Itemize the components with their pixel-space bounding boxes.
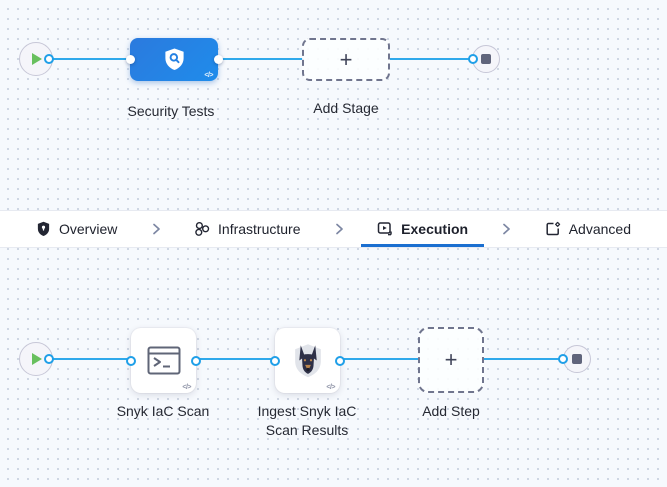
step-card-ingest-snyk-results[interactable]: </> — [270, 328, 345, 393]
connector-line — [340, 358, 418, 360]
code-badge-icon: </> — [326, 384, 335, 391]
chevron-right-icon — [150, 211, 162, 247]
connector-line — [484, 358, 560, 360]
shield-icon — [37, 221, 50, 237]
stage-config-tabbar: Overview Infrastructure Execution — [0, 210, 667, 248]
stage-label: Security Tests — [127, 103, 215, 119]
add-stage-button[interactable]: + — [302, 38, 390, 81]
plus-icon: + — [444, 347, 458, 372]
play-square-icon — [377, 222, 392, 236]
add-stage-label: Add Stage — [313, 100, 379, 116]
hexagon-cluster-icon — [195, 221, 210, 236]
tab-label: Advanced — [568, 221, 631, 237]
tab-label: Infrastructure — [218, 221, 301, 237]
connector-point — [191, 355, 201, 366]
stage-node-security-tests[interactable]: </> — [125, 38, 223, 81]
play-icon — [31, 353, 42, 365]
chevron-right-icon — [333, 211, 345, 247]
security-shield-icon — [164, 48, 184, 71]
connector-point — [270, 355, 280, 366]
stop-icon — [572, 354, 582, 364]
connector-line — [49, 58, 131, 60]
code-badge-icon: </> — [182, 384, 191, 391]
step-card-snyk-iac-scan[interactable]: </> — [126, 328, 201, 393]
connector-line — [218, 58, 303, 60]
connector-line — [196, 358, 275, 360]
connector-point — [44, 354, 54, 364]
chevron-right-icon — [500, 211, 512, 247]
stop-icon — [481, 54, 491, 64]
connector-point — [335, 355, 345, 366]
run-terminal-icon — [147, 346, 180, 375]
step-label: Ingest Snyk IaC Scan Results — [257, 403, 357, 438]
tab-overview[interactable]: Overview — [20, 211, 133, 247]
code-badge-icon: </> — [204, 72, 213, 79]
tab-advanced[interactable]: Advanced — [529, 211, 647, 247]
connector-point — [125, 55, 135, 64]
connector-point — [213, 55, 223, 64]
plus-icon: + — [339, 46, 353, 72]
tab-infrastructure[interactable]: Infrastructure — [178, 211, 316, 247]
connector-line — [49, 358, 131, 360]
add-step-button[interactable]: + — [418, 327, 484, 393]
play-icon — [31, 53, 42, 65]
page-gear-icon — [546, 221, 560, 236]
tab-label: Overview — [59, 221, 118, 237]
tab-label: Execution — [401, 221, 469, 237]
connector-point — [44, 54, 54, 64]
connector-point — [558, 354, 568, 364]
snyk-dog-icon — [294, 343, 321, 377]
connector-point — [126, 355, 136, 366]
pipeline-end-node — [472, 45, 500, 73]
connector-line — [390, 58, 470, 60]
step-label: Snyk IaC Scan — [116, 403, 210, 419]
connector-point — [468, 54, 478, 64]
add-step-label: Add Step — [422, 403, 480, 419]
tab-execution[interactable]: Execution — [361, 211, 485, 247]
